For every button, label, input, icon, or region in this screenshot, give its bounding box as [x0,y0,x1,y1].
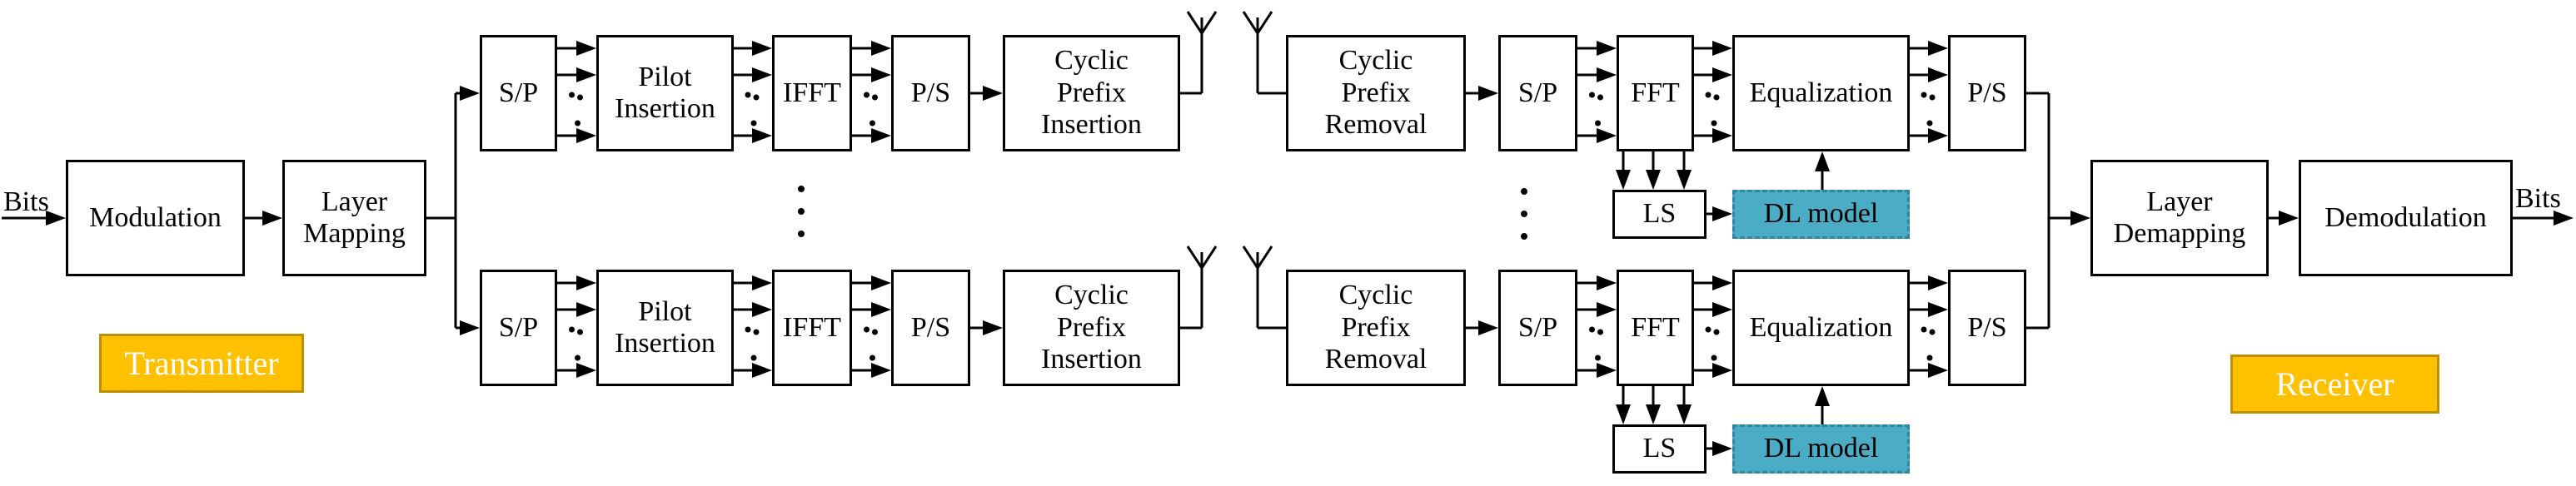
receiver-tag: Receiver [2230,355,2439,414]
block-fft-top: FFT [1617,35,1694,151]
block-fft-bottom: FFT [1617,270,1694,386]
block-equalization-top: Equalization [1732,35,1910,151]
block-layer-mapping: Layer Mapping [282,160,426,276]
block-ps-tx-bottom: P/S [891,270,970,386]
block-dl-model-top: DL model [1732,190,1910,239]
block-ls-top: LS [1612,190,1707,239]
block-ifft-top: IFFT [772,35,852,151]
block-layer-demapping: Layer Demapping [2090,160,2269,276]
block-ps-tx-top: P/S [891,35,970,151]
block-cp-insertion-bottom: Cyclic Prefix Insertion [1003,270,1180,386]
rx-antenna-bottom-icon [1242,245,1273,328]
block-sp-tx-bottom: S/P [480,270,557,386]
bits-output-label: Bits [2515,183,2561,214]
bits-input-label: Bits [3,186,49,217]
tx-antenna-bottom-icon [1186,245,1218,328]
block-modulation: Modulation [66,160,245,276]
block-dl-model-bottom: DL model [1732,424,1910,474]
tx-antenna-top-icon [1186,11,1218,93]
block-sp-rx-top: S/P [1498,35,1577,151]
block-ifft-bottom: IFFT [772,270,852,386]
block-ls-bottom: LS [1612,424,1707,474]
block-cp-insertion-top: Cyclic Prefix Insertion [1003,35,1180,151]
transmitter-tag: Transmitter [99,334,304,393]
block-demodulation: Demodulation [2299,160,2513,276]
block-pilot-insertion-top: Pilot Insertion [596,35,734,151]
block-sp-rx-bottom: S/P [1498,270,1577,386]
block-cp-removal-top: Cyclic Prefix Removal [1286,35,1466,151]
block-pilot-insertion-bottom: Pilot Insertion [596,270,734,386]
block-ps-rx-bottom: P/S [1948,270,2026,386]
block-equalization-bottom: Equalization [1732,270,1910,386]
block-sp-tx-top: S/P [480,35,557,151]
rx-antenna-top-icon [1242,11,1273,93]
block-cp-removal-bottom: Cyclic Prefix Removal [1286,270,1466,386]
block-ps-rx-top: P/S [1948,35,2026,151]
